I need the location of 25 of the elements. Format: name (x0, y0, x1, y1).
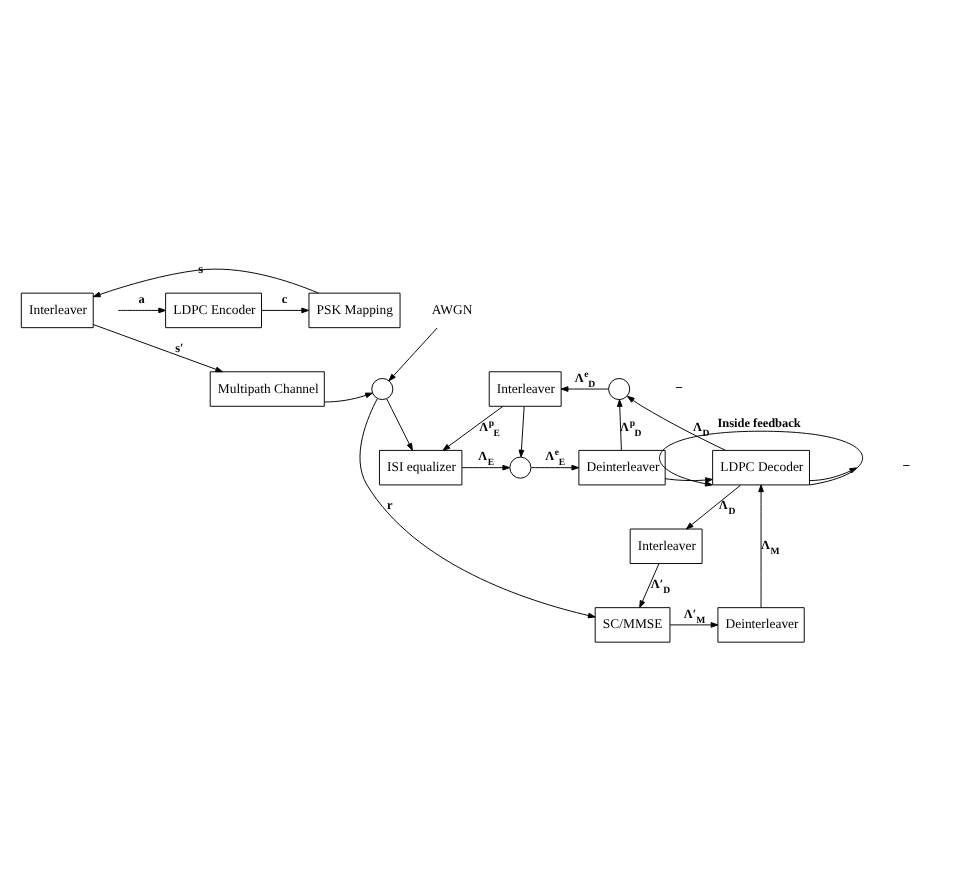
arrow (560, 386, 609, 392)
arrow (461, 464, 511, 471)
arrow (685, 484, 741, 530)
arrow (809, 467, 858, 482)
arrow (92, 324, 223, 373)
arrow (616, 399, 623, 451)
arrow (627, 395, 726, 451)
arrow (639, 563, 660, 609)
arrow (669, 622, 719, 628)
arrow (261, 307, 309, 314)
arrow (442, 405, 504, 451)
node-circle (608, 378, 631, 401)
arrow (664, 477, 713, 483)
node-circle (509, 456, 532, 479)
arrow (386, 398, 413, 451)
arrow (758, 484, 764, 608)
arrow (359, 398, 596, 619)
node-circle (371, 378, 394, 401)
arrow (92, 268, 319, 298)
arrow (530, 464, 580, 471)
arrow (659, 430, 863, 487)
arrow (388, 327, 438, 382)
arrow (323, 392, 373, 403)
arrow (518, 406, 525, 458)
arrow (117, 307, 166, 314)
